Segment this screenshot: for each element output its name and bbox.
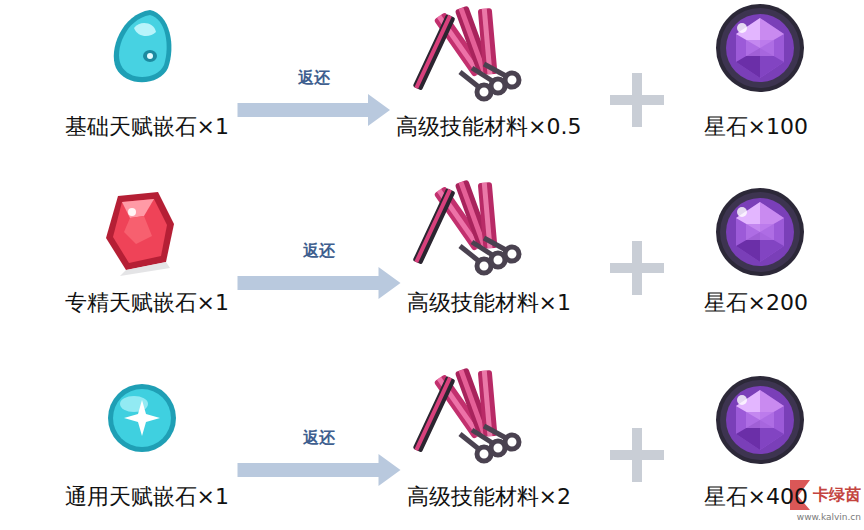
item-node: 星石×200 <box>704 185 811 317</box>
item-node: 通用天赋嵌石×1 <box>65 370 232 511</box>
return-arrow <box>238 267 401 299</box>
item-node: 高级技能材料×1 <box>407 185 574 317</box>
edge-label: 返还 <box>303 428 335 448</box>
watermark-text: 卡绿茵 <box>813 486 861 504</box>
item-label: 基础天赋嵌石×1 <box>65 113 229 141</box>
item-node: 专精天赋嵌石×1 <box>65 185 232 317</box>
item-label: 高级技能材料×1 <box>407 289 571 317</box>
item-node: 星石×100 <box>704 8 811 141</box>
item-label: 通用天赋嵌石×1 <box>65 483 229 511</box>
return-arrow <box>238 94 391 126</box>
item-label: 高级技能材料×2 <box>407 483 571 511</box>
item-label: 星石×100 <box>704 113 808 141</box>
edge-label: 返还 <box>303 241 335 261</box>
watermark-text: www.kalvin.cn <box>797 512 861 523</box>
return-arrow <box>238 454 401 486</box>
item-label: 星石×400 <box>704 483 808 511</box>
item-node: 基础天赋嵌石×1 <box>65 8 232 141</box>
item-node: 高级技能材料×2 <box>407 370 574 511</box>
basic-talent-gem <box>114 10 172 82</box>
item-label: 专精天赋嵌石×1 <box>65 289 229 317</box>
item-label: 高级技能材料×0.5 <box>396 113 581 141</box>
specialist-talent-gem <box>106 192 174 276</box>
item-node: 星石×400 <box>704 370 811 511</box>
edge-label: 返还 <box>298 68 330 88</box>
item-node: 高级技能材料×0.5 <box>396 8 584 141</box>
general-talent-gem <box>108 384 176 452</box>
item-label: 星石×200 <box>704 289 808 317</box>
